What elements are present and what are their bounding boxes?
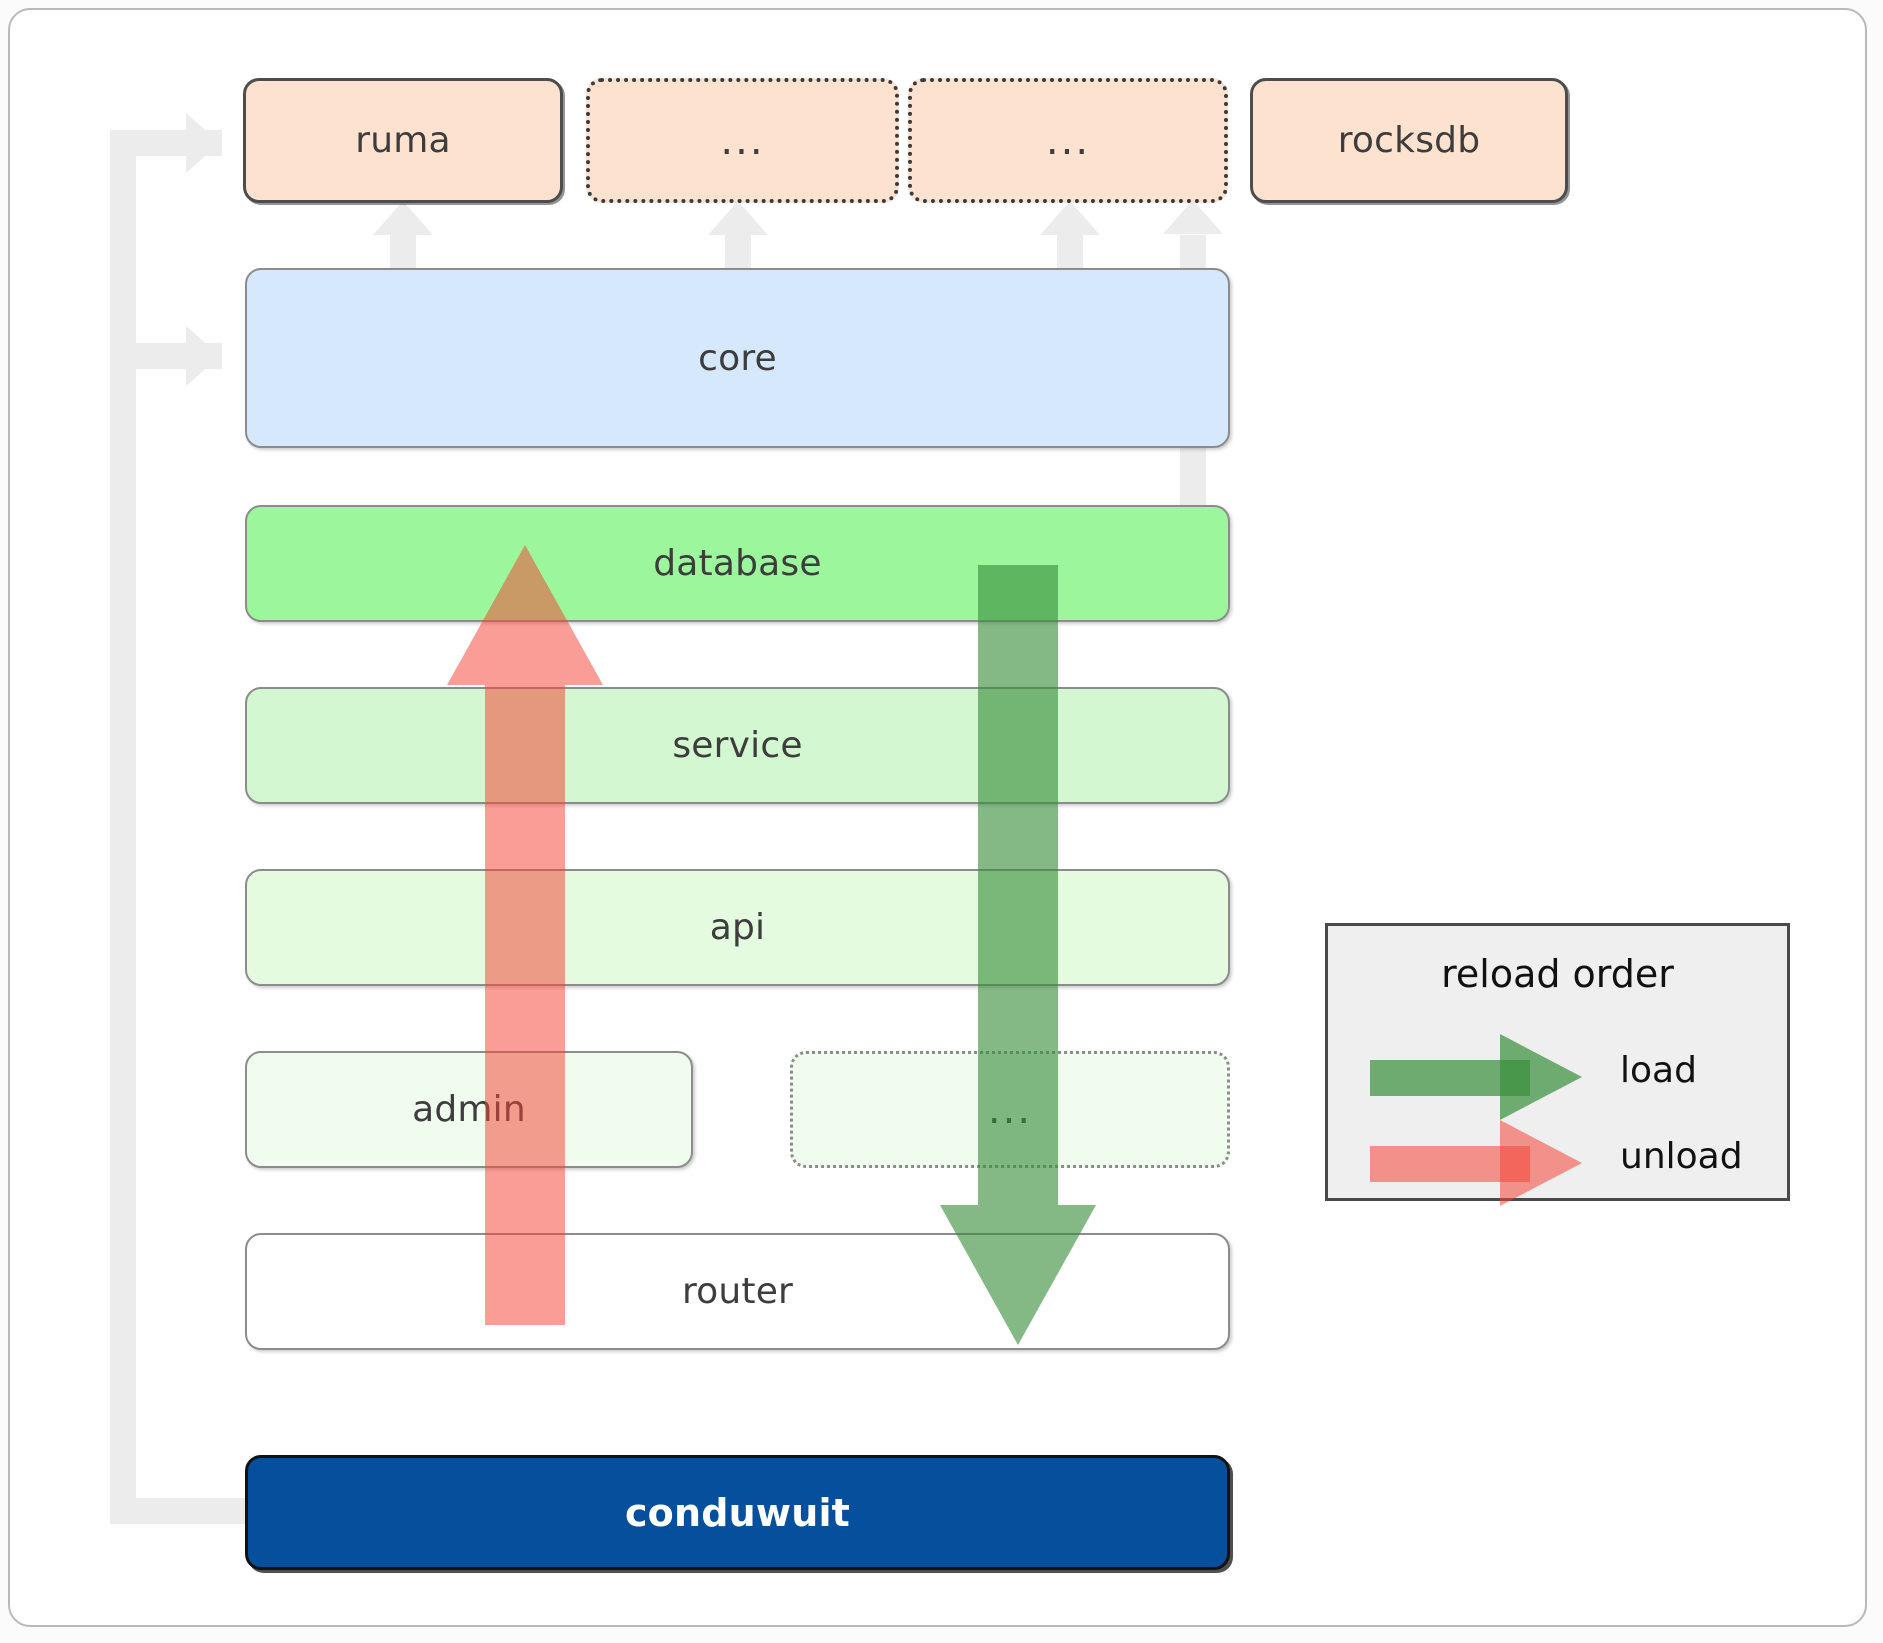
layer-label: ...: [987, 1086, 1033, 1133]
dependency-box-ruma[interactable]: ruma: [243, 78, 563, 203]
layer-box-admin[interactable]: admin: [245, 1051, 693, 1168]
legend-panel: reload order load unload: [1325, 923, 1790, 1206]
layer-label: core: [698, 337, 777, 379]
layer-box-ellipsis[interactable]: ...: [790, 1051, 1230, 1168]
layer-label: database: [653, 543, 822, 584]
uparrow-shaft-dep2: [725, 235, 751, 270]
root-box-conduwuit[interactable]: conduwuit: [245, 1455, 1230, 1570]
connector-arrowhead-ruma: [186, 113, 220, 173]
connector-arrowhead-rocksdb: [1163, 200, 1223, 234]
dependency-box-ellipsis-2[interactable]: ...: [908, 78, 1228, 203]
legend-title: reload order: [1441, 952, 1674, 996]
legend-unload-head: [1500, 1120, 1582, 1206]
uparrow-shaft-dep3: [1057, 235, 1083, 270]
dependency-label: ruma: [355, 120, 451, 161]
layer-label: router: [681, 1271, 794, 1312]
uparrow-head-dep2: [708, 201, 768, 235]
uparrow-head-dep3: [1040, 201, 1100, 235]
layer-box-api[interactable]: api: [245, 869, 1230, 986]
uparrow-head-ruma: [373, 201, 433, 235]
legend-item-unload: unload: [1370, 1120, 1770, 1206]
layer-box-core[interactable]: core: [245, 268, 1230, 448]
legend-load-label: load: [1620, 1050, 1697, 1091]
layer-box-database[interactable]: database: [245, 505, 1230, 622]
legend-load-head: [1500, 1034, 1582, 1120]
root-label: conduwuit: [624, 1490, 851, 1535]
legend-unload-arrow-icon: [1370, 1120, 1610, 1206]
connector-arrowhead-core: [186, 326, 220, 386]
dependency-label: ...: [1045, 117, 1091, 164]
layer-label: api: [709, 907, 766, 948]
dependency-box-ellipsis-1[interactable]: ...: [586, 78, 899, 203]
layer-box-router[interactable]: router: [245, 1233, 1230, 1350]
uparrow-shaft-ruma: [390, 235, 416, 270]
connector-trunk-vertical: [110, 130, 136, 1524]
layer-label: service: [672, 725, 803, 766]
layer-label: admin: [412, 1089, 526, 1130]
diagram-card: [8, 8, 1867, 1627]
dependency-label: rocksdb: [1337, 120, 1481, 161]
legend-item-load: load: [1370, 1034, 1770, 1120]
legend-unload-label: unload: [1620, 1136, 1743, 1177]
dependency-box-rocksdb[interactable]: rocksdb: [1250, 78, 1568, 203]
dependency-label: ...: [720, 117, 765, 164]
legend-load-arrow-icon: [1370, 1034, 1610, 1120]
layer-box-service[interactable]: service: [245, 687, 1230, 804]
